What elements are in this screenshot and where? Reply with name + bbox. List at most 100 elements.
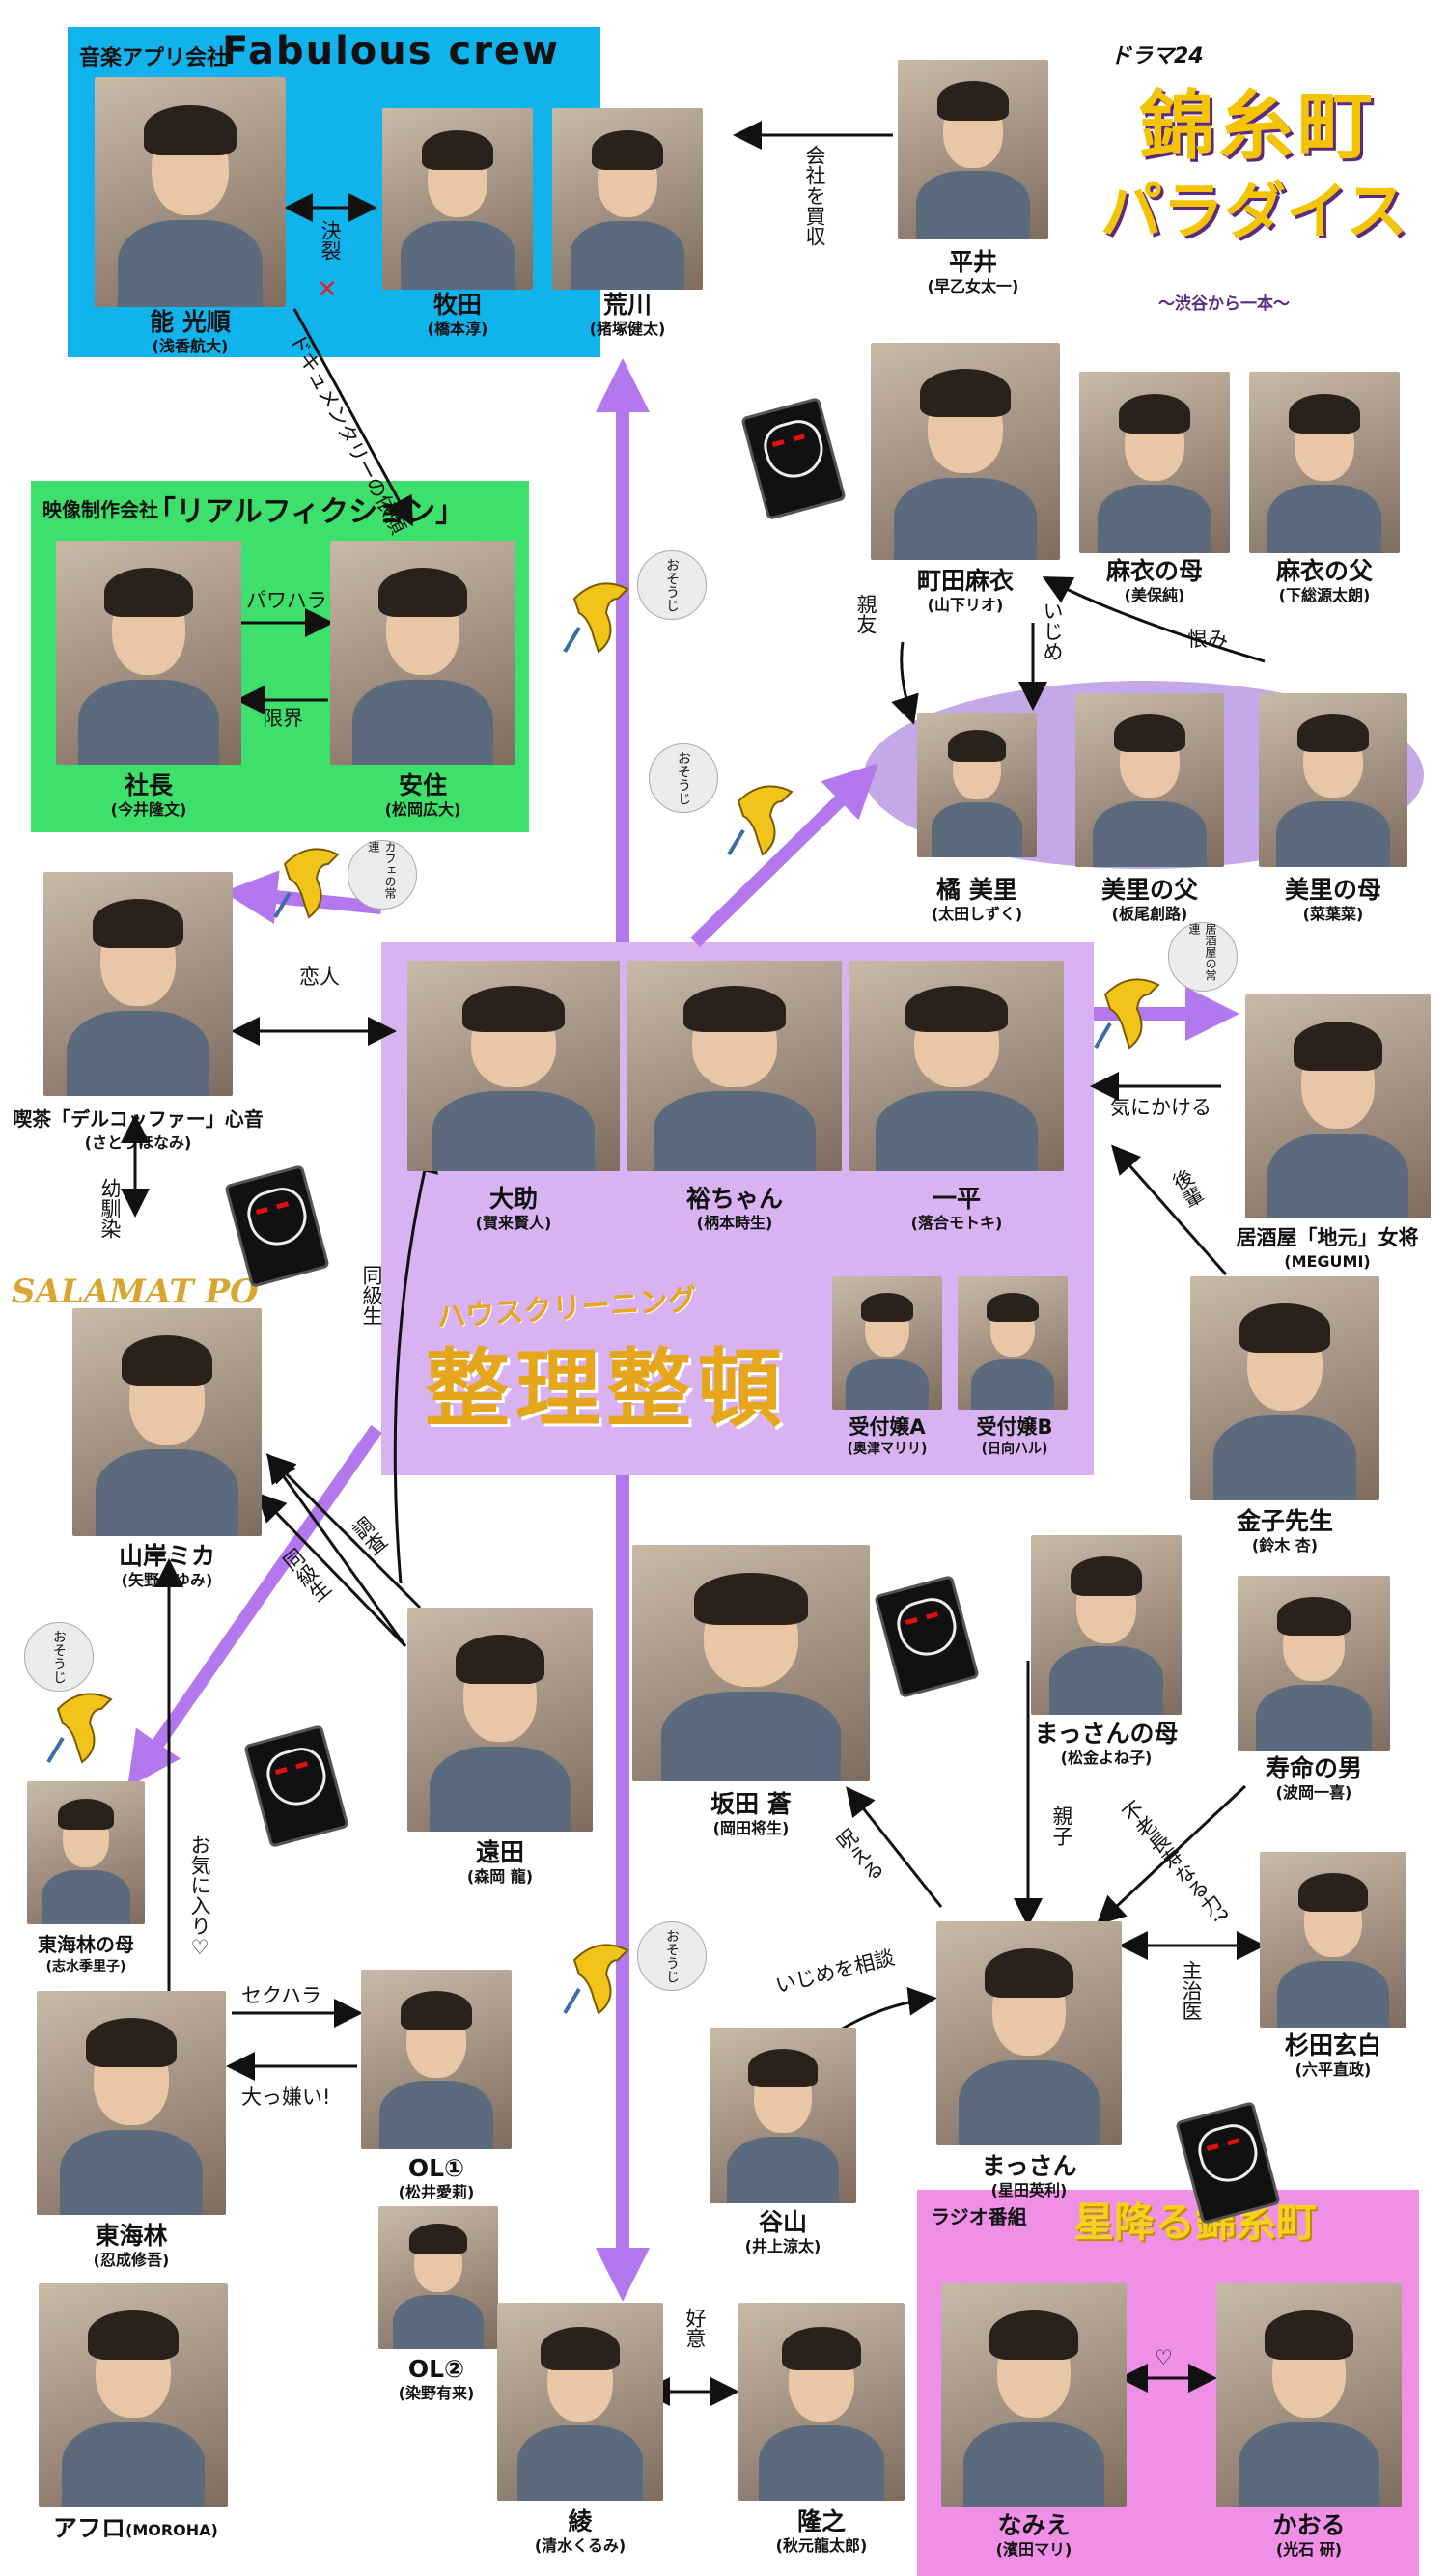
- name-hiro: 裕ちゃん: [685, 1185, 783, 1213]
- name-kaoru: かおる: [1272, 2511, 1346, 2539]
- actor-kaneko: (鈴木 杏): [1251, 1536, 1319, 1554]
- actor-mai-mother: (美保純): [1124, 586, 1185, 604]
- photo-ol1: [361, 1970, 512, 2149]
- name-namie: なみえ: [997, 2511, 1071, 2539]
- actor-hirai: (早乙女太一): [927, 277, 1019, 295]
- actor-namie: (濱田マリ): [995, 2540, 1072, 2559]
- name-okami: 居酒屋「地元」女将: [1236, 1226, 1419, 1249]
- actor-kokone: (さとうほなみ): [84, 1134, 192, 1152]
- actor-ol1: (松井愛莉): [398, 2183, 475, 2201]
- name-misato-father: 美里の父: [1100, 876, 1198, 904]
- photo-misato-mother: [1259, 693, 1407, 867]
- actor-toda: (森岡 龍): [466, 1867, 534, 1886]
- name-ol2: OL②: [407, 2355, 465, 2383]
- actor-massan: (星田英利): [990, 2181, 1068, 2199]
- photo-anju: [330, 541, 515, 765]
- name-massan-mother: まっさんの母: [1034, 1720, 1179, 1748]
- bubble-cleaning1: おそうじ: [637, 550, 707, 620]
- mascot-icon-5: [46, 1693, 113, 1764]
- fabulous-name: Fabulous crew: [222, 29, 561, 73]
- photo-massan: [936, 1921, 1122, 2145]
- photo-toda: [407, 1608, 593, 1832]
- photo-mai-father: [1249, 372, 1400, 553]
- mascot-icon-2: [727, 785, 794, 856]
- name-ol1: OL①: [407, 2154, 465, 2182]
- name-misato-mother: 美里の母: [1284, 876, 1381, 904]
- rel-bullying: いじめ: [1041, 601, 1064, 661]
- name-uketsuke-a: 受付嬢A: [849, 1415, 926, 1439]
- bubble-cleaning4: おそうじ: [637, 1921, 707, 1991]
- photo-jumyo: [1238, 1576, 1390, 1751]
- rel-best-friend: 親友: [854, 594, 877, 634]
- actor-makita: (橋本淳): [427, 320, 488, 338]
- photo-okami: [1245, 994, 1431, 1218]
- logo-title-line1: 錦糸町: [1139, 83, 1378, 170]
- actor-okami: (MEGUMI): [1284, 1252, 1371, 1271]
- rel-breakup: 決裂: [319, 220, 342, 261]
- photo-mika: [72, 1308, 262, 1536]
- photo-aya: [497, 2303, 663, 2501]
- rel-buyout: 会社を買収: [803, 145, 826, 246]
- photo-kaneko: [1190, 1276, 1379, 1500]
- name-mai-mother: 麻衣の母: [1105, 557, 1203, 585]
- mascot-icon-1: [563, 582, 629, 654]
- actor-afro: (MOROHA): [125, 2521, 218, 2539]
- photo-takayuki: [738, 2303, 905, 2501]
- rel-limit: 限界: [263, 707, 303, 730]
- photo-kaoru: [1216, 2283, 1402, 2507]
- name-anju: 安住: [398, 771, 447, 799]
- logo-subtitle: 〜渋谷から一本〜: [1158, 294, 1290, 314]
- cleaning-title-large: 整理整頓: [425, 1339, 789, 1439]
- name-tokairin: 東海林: [95, 2222, 168, 2250]
- photo-uketsuke-a: [832, 1276, 942, 1410]
- bubble-cleaning3: おそうじ: [24, 1622, 94, 1692]
- rel-sexual-harassment: セクハラ: [241, 1984, 321, 2007]
- name-misato: 橘 美里: [936, 876, 1017, 904]
- actor-mika: (矢野あゆみ): [121, 1571, 213, 1589]
- name-tokairin-mother: 東海林の母: [38, 1933, 134, 1956]
- photo-arakawa: [552, 108, 703, 290]
- name-no: 能 光順: [150, 308, 231, 336]
- actor-arakawa: (猪塚健太): [589, 320, 666, 338]
- photo-ippei: [849, 961, 1064, 1171]
- photo-misato-father: [1075, 693, 1224, 867]
- name-arakawa: 荒川: [602, 291, 652, 319]
- photo-makita: [382, 108, 533, 290]
- photo-tokairin-mother: [27, 1781, 145, 1924]
- actor-ol2: (染野有来): [398, 2384, 475, 2402]
- rel-classmate1: 同級生: [360, 1265, 383, 1326]
- actor-aya: (清水くるみ): [534, 2536, 627, 2555]
- actor-uketsuke-b: (日向ハル): [981, 1442, 1048, 1457]
- rel-childhood: 幼馴染: [98, 1178, 122, 1239]
- photo-mai-mother: [1079, 372, 1230, 553]
- bubble-cafe-regular: カフェの常連: [348, 840, 417, 910]
- rel-favorite: お気に入り♡: [188, 1834, 211, 1959]
- actor-hiro: (柄本時生): [696, 1214, 773, 1232]
- photo-afro: [39, 2283, 228, 2507]
- name-uketsuke-b: 受付嬢B: [976, 1415, 1053, 1439]
- actor-takayuki: (秋元龍太郎): [775, 2536, 868, 2555]
- name-daisuke: 大助: [488, 1185, 538, 1213]
- name-mai-father: 麻衣の父: [1275, 557, 1373, 585]
- photo-machida: [871, 343, 1060, 560]
- photo-daisuke: [407, 961, 620, 1171]
- photo-hirai: [898, 60, 1048, 239]
- name-kaneko: 金子先生: [1236, 1507, 1333, 1535]
- actor-shacho: (今井隆文): [110, 800, 187, 819]
- name-ippei: 一平: [932, 1185, 981, 1213]
- name-shacho: 社長: [124, 771, 173, 799]
- rel-grudge: 恨み: [1187, 628, 1228, 651]
- mascot-icon-3: [273, 848, 340, 919]
- actor-misato-mother: (菜葉菜): [1302, 905, 1364, 923]
- photo-no: [95, 77, 286, 307]
- rel-lovers: 恋人: [299, 966, 340, 989]
- name-massan: まっさん: [981, 2152, 1077, 2180]
- photo-hiro: [627, 961, 842, 1171]
- radio-category: ラジオ番組: [931, 2205, 1027, 2228]
- actor-machida: (山下リオ): [927, 596, 1004, 614]
- photo-shacho: [56, 541, 241, 765]
- name-hirai: 平井: [948, 248, 997, 276]
- name-toda: 遠田: [475, 1838, 524, 1866]
- rel-radio-heart: ♡: [1155, 2346, 1173, 2369]
